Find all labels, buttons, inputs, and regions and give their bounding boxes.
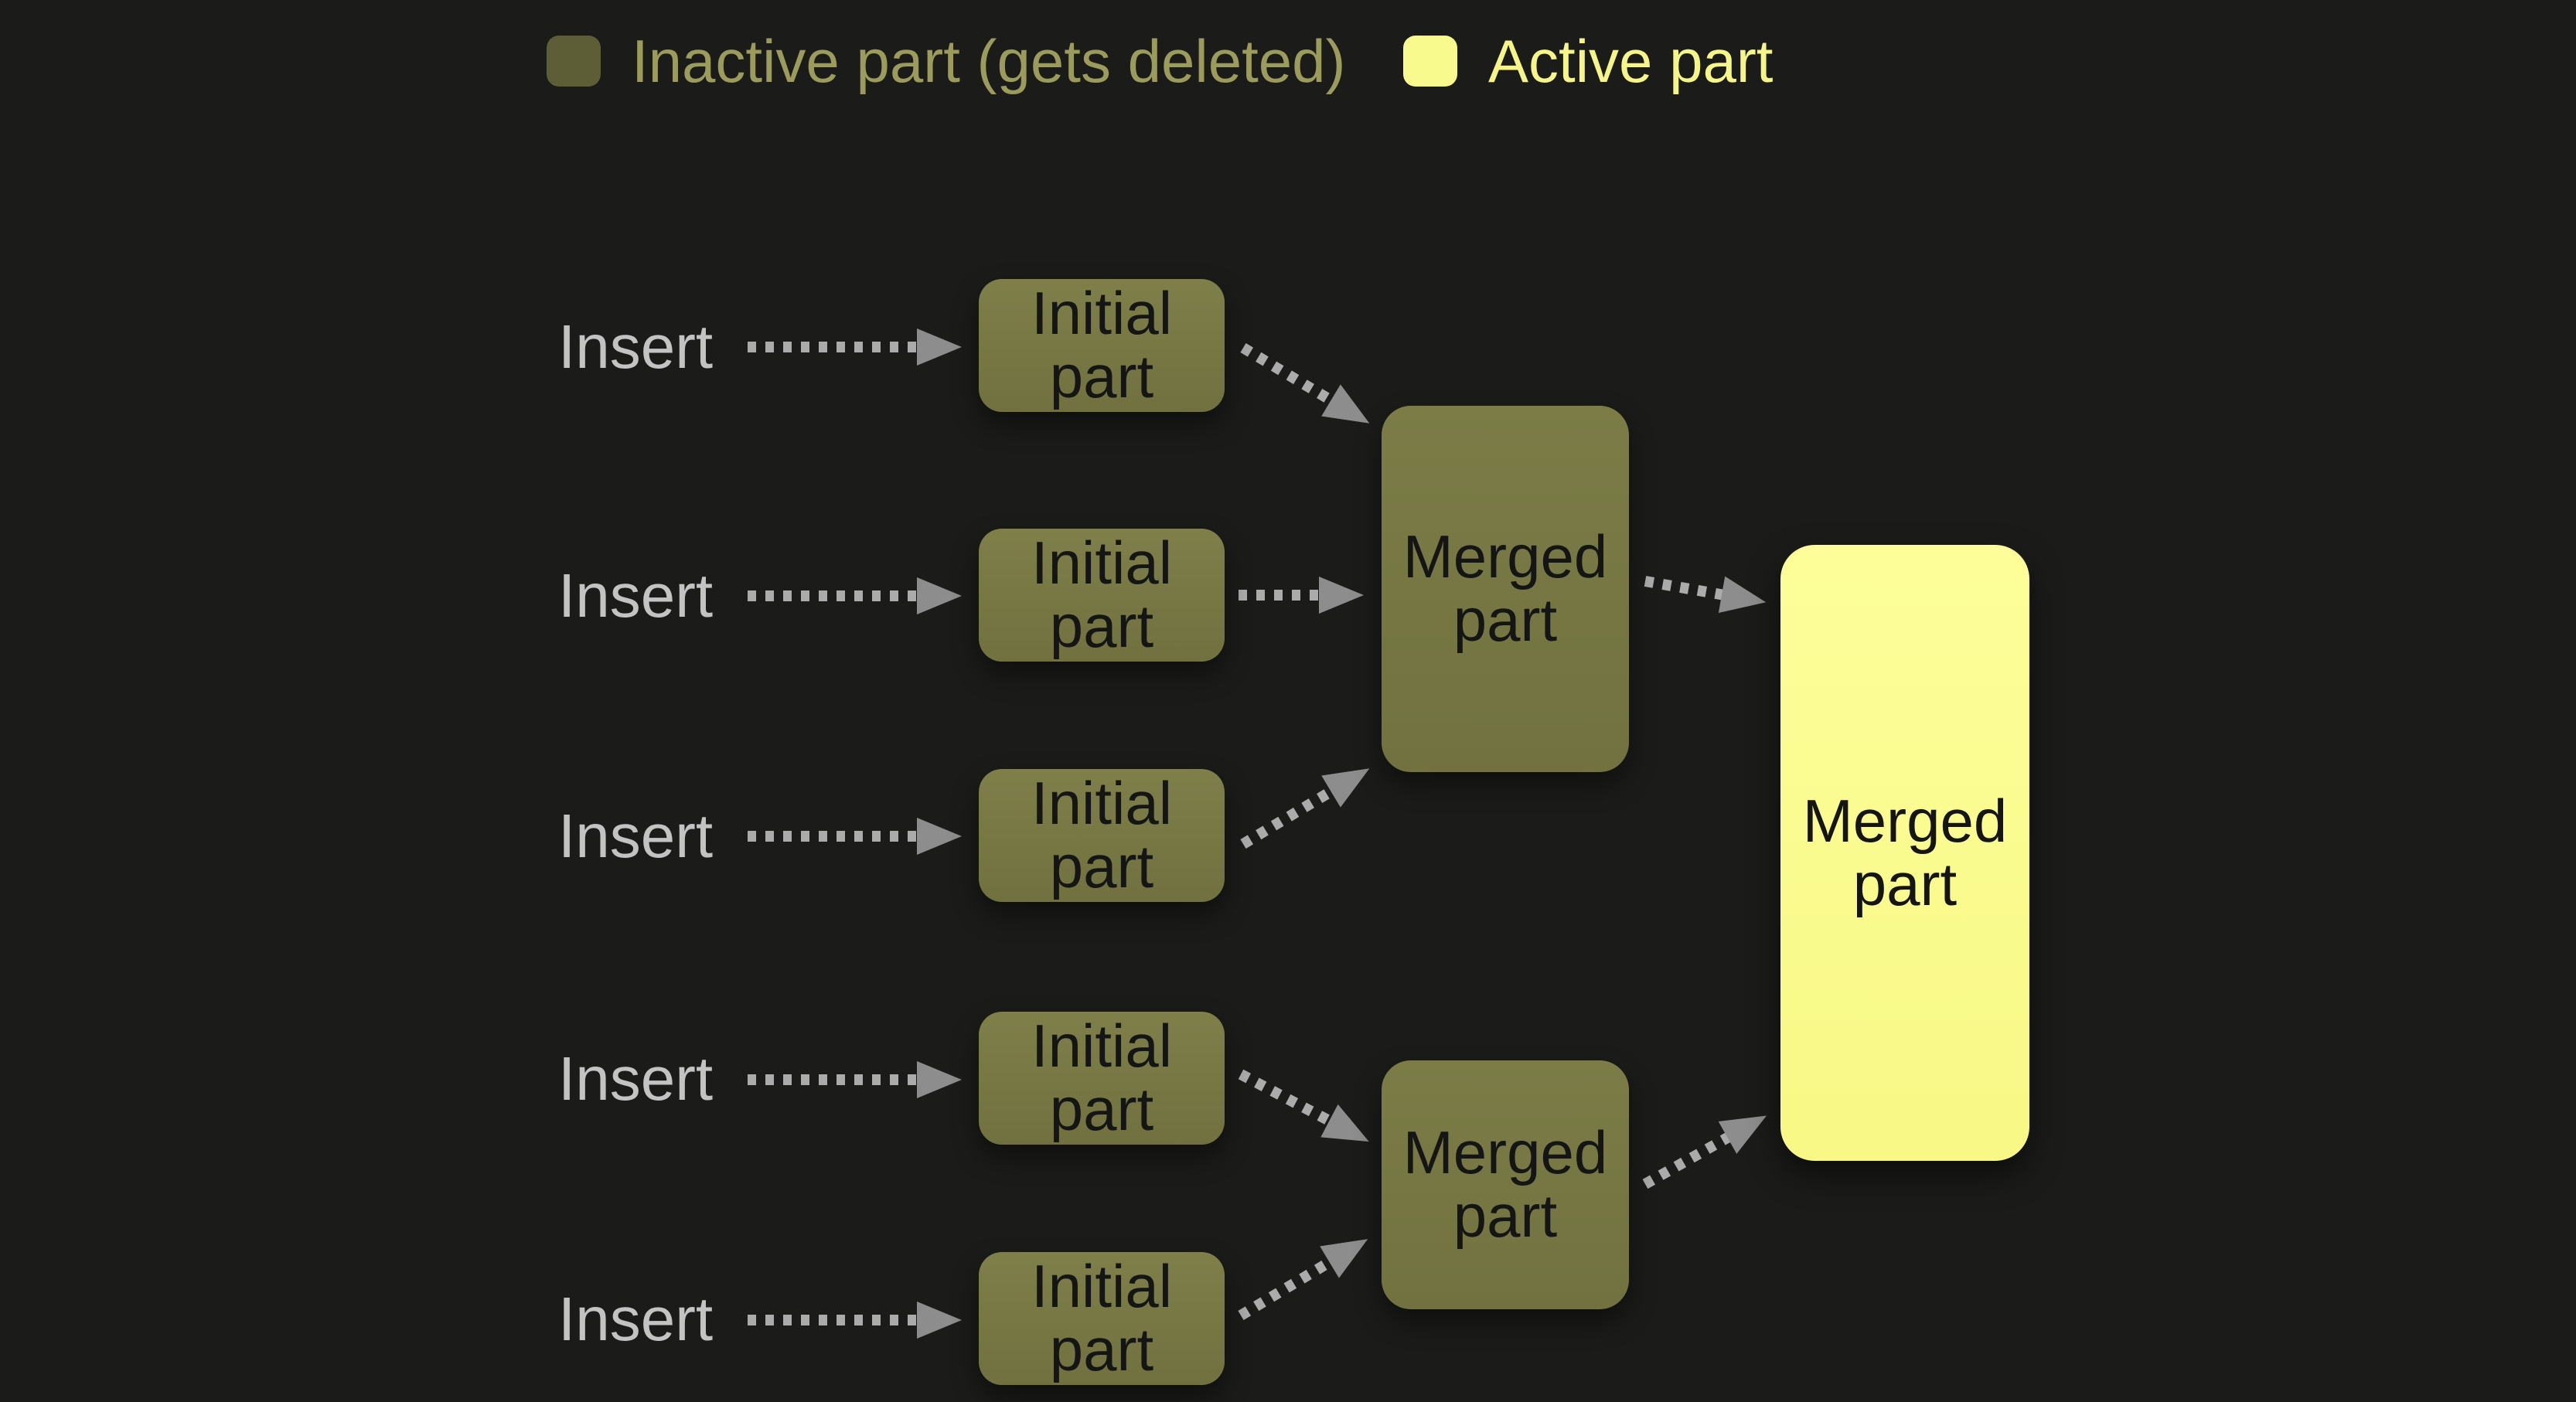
active-part-swatch <box>1403 36 1457 87</box>
arrow-initial1-merged1 <box>1240 342 1370 424</box>
inactive-part-swatch <box>547 36 601 87</box>
legend-item-inactive: Inactive part (gets deleted) <box>547 28 1346 94</box>
arrow-initial3-merged1 <box>1240 768 1370 849</box>
merged-part-node-1: Merged part <box>1382 406 1629 772</box>
initial-part-node-3: Initial part <box>979 769 1225 902</box>
insert-label-5: Insert <box>558 1285 714 1353</box>
initial-part-node-4: Initial part <box>979 1012 1225 1145</box>
legend-item-active: Active part <box>1403 28 1773 94</box>
merged-part-node-2: Merged part <box>1382 1060 1629 1309</box>
arrow-initial4-merged2 <box>1238 1069 1369 1142</box>
initial-part-node-5: Initial part <box>979 1252 1225 1385</box>
insert-label-2: Insert <box>558 561 714 630</box>
insert-label-4: Insert <box>558 1044 714 1113</box>
arrow-initial5-merged2 <box>1238 1239 1368 1320</box>
arrow-merged1-final <box>1644 576 1767 613</box>
initial-part-node-1: Initial part <box>979 279 1225 412</box>
insert-label-1: Insert <box>558 312 714 381</box>
arrow-merged2-final <box>1642 1115 1767 1189</box>
final-merged-part-node: Merged part <box>1780 545 2029 1161</box>
insert-label-3: Insert <box>558 801 714 870</box>
legend-label-active: Active part <box>1488 27 1774 95</box>
legend-label-inactive: Inactive part (gets deleted) <box>632 27 1346 95</box>
initial-part-node-2: Initial part <box>979 529 1225 662</box>
